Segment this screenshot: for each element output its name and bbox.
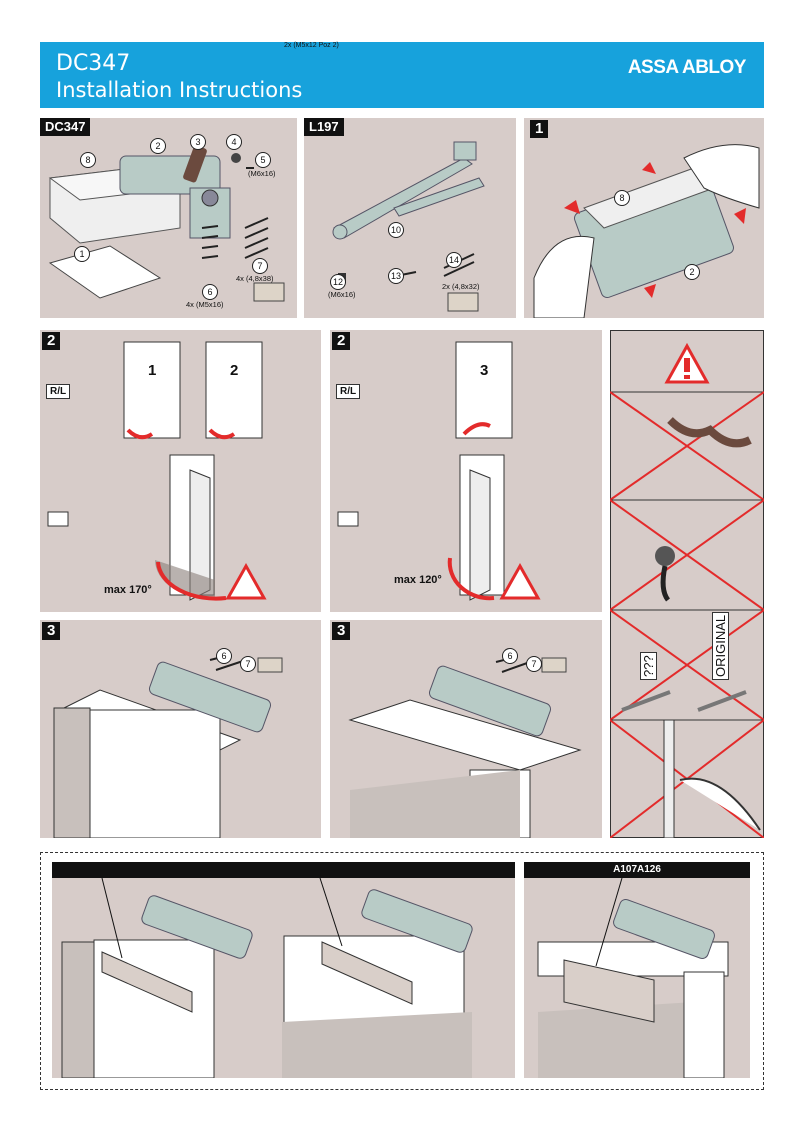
panel-step-2-left: 2 R/L 1 2 max 170°	[40, 330, 321, 612]
panel-l197-arm: L197 10 12 (M6x16) 13 14 2x (4,8x32)	[304, 118, 516, 318]
part-number: 4	[226, 134, 242, 150]
rl-label: R/L	[46, 384, 71, 399]
rl-label: R/L	[336, 384, 361, 399]
mounting-illustration	[53, 655, 283, 838]
door-variant-number: 2	[230, 362, 239, 379]
model-title: DC347	[56, 51, 131, 76]
remove-cover-illustration	[533, 144, 760, 318]
part-number: 7	[526, 656, 542, 672]
part-number: 1	[74, 246, 90, 262]
screw-spec-label: (M6x16)	[328, 290, 356, 299]
original-label: ORIGINAL	[712, 611, 729, 680]
part-number: 7	[252, 258, 268, 274]
warnings-column: ORIGINAL ???	[610, 330, 764, 838]
section-bar: A107A126	[524, 862, 750, 878]
part-number: 2	[684, 264, 700, 280]
part-number: 5	[255, 152, 271, 168]
max-angle-label: max 170°	[104, 584, 152, 596]
step-number: 1	[530, 120, 549, 138]
part-number: 14	[446, 252, 462, 268]
screw-spec-label: 4x (M5x16)	[186, 300, 224, 309]
accessory-section	[40, 852, 764, 1090]
header-banner: 2x (M5x12 Poz 2) DC347 Installation Inst…	[40, 42, 764, 108]
step-number: 2	[42, 332, 61, 350]
question-label: ???	[640, 652, 657, 680]
panel-mounting-plate	[52, 862, 515, 1078]
part-number: 13	[388, 268, 404, 284]
mounting-plate-illustration	[61, 877, 473, 1078]
header-note: 2x (M5x12 Poz 2)	[284, 42, 339, 49]
part-number: 2	[150, 138, 166, 154]
door-variant-number: 1	[148, 362, 157, 379]
part-number: 6	[202, 284, 218, 300]
screw-spec-label: 2x (4,8x32)	[442, 282, 480, 291]
part-number: 7	[240, 656, 256, 672]
panel-dc347-contents: DC347 8 2 3 4 5 (M6x16) 7 4x (4,8x38) 6 …	[40, 118, 297, 318]
part-number: 12	[330, 274, 346, 290]
part-number: 6	[216, 648, 232, 664]
step-number: 3	[332, 622, 351, 640]
angle-bracket-illustration	[537, 877, 729, 1078]
max-angle-label: max 120°	[394, 574, 442, 586]
step-number: 2	[332, 332, 351, 350]
door-opening-illustration	[337, 341, 541, 601]
door-variant-number: 3	[480, 362, 489, 379]
panel-step-1: 1 8 2	[524, 118, 764, 318]
part-number: 6	[502, 648, 518, 664]
panel-step-2-right: 2 R/L 3 max 120°	[330, 330, 602, 612]
section-bar	[52, 862, 515, 878]
step-number: 3	[42, 622, 61, 640]
arm-illustration	[332, 141, 485, 312]
panel-step-3-left: 3 6 7	[40, 620, 321, 838]
panel-a107a126: A107A126	[524, 862, 750, 1078]
part-number: 8	[80, 152, 96, 168]
dc347-parts-illustration	[48, 145, 285, 302]
mounting-illustration	[348, 657, 582, 838]
screw-spec-label: 4x (4,8x38)	[236, 274, 274, 283]
panel-tag: DC347	[40, 118, 91, 136]
panel-step-3-right: 3 6 7	[330, 620, 602, 838]
warning-illustrations	[610, 342, 764, 838]
part-number: 10	[388, 222, 404, 238]
panel-tag: L197	[304, 118, 344, 136]
screw-spec-label: (M6x16)	[248, 169, 276, 178]
document-subtitle: Installation Instructions	[56, 78, 303, 102]
door-opening-illustration	[47, 341, 267, 601]
part-number: 3	[190, 134, 206, 150]
part-number: 8	[614, 190, 630, 206]
brand-logo: ASSA ABLOY	[627, 57, 747, 78]
